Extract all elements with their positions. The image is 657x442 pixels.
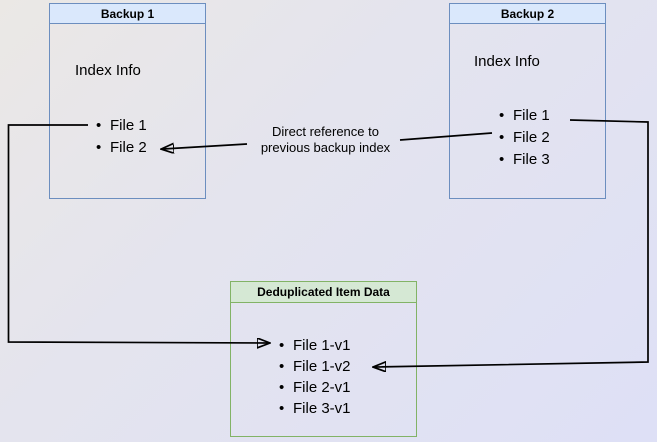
file-label: File 1	[110, 116, 147, 134]
edge-label-line1: Direct reference to	[272, 124, 379, 139]
bullet-icon: •	[279, 400, 285, 417]
file-label: File 3	[513, 150, 550, 168]
file-label: File 1-v2	[293, 358, 351, 375]
list-item: • File 3	[499, 148, 550, 170]
list-item: • File 1	[499, 104, 550, 126]
list-item: • File 2	[96, 136, 147, 158]
list-item: • File 1	[96, 114, 147, 136]
list-item: • File 1-v2	[279, 356, 351, 377]
list-item: • File 1-v1	[279, 335, 351, 356]
edge-label-line2: previous backup index	[260, 139, 391, 155]
dedup-title: Deduplicated Item Data	[231, 282, 416, 303]
file-label: File 2-v1	[293, 379, 351, 396]
backup1-subtitle: Index Info	[75, 62, 141, 79]
file-label: File 1	[513, 106, 550, 124]
file-label: File 2	[513, 128, 550, 146]
bullet-icon: •	[499, 128, 505, 146]
bullet-icon: •	[279, 379, 285, 396]
dedup-file-list: • File 1-v1 • File 1-v2 • File 2-v1 • Fi…	[279, 335, 351, 419]
backup2-title: Backup 2	[450, 4, 605, 24]
backup1-box: Backup 1	[49, 3, 206, 199]
backup2-file-list: • File 1 • File 2 • File 3	[499, 104, 550, 170]
backup2-subtitle: Index Info	[474, 53, 540, 70]
edge-label-direct-reference: Direct reference to previous backup inde…	[233, 124, 418, 155]
backup1-file-list: • File 1 • File 2	[96, 114, 147, 158]
bullet-icon: •	[279, 337, 285, 354]
backup1-title: Backup 1	[50, 4, 205, 24]
list-item: • File 3-v1	[279, 398, 351, 419]
bullet-icon: •	[499, 150, 505, 168]
list-item: • File 2-v1	[279, 377, 351, 398]
file-label: File 2	[110, 138, 147, 156]
bullet-icon: •	[499, 106, 505, 124]
file-label: File 1-v1	[293, 337, 351, 354]
list-item: • File 2	[499, 126, 550, 148]
bullet-icon: •	[96, 138, 102, 156]
file-label: File 3-v1	[293, 400, 351, 417]
bullet-icon: •	[96, 116, 102, 134]
bullet-icon: •	[279, 358, 285, 375]
